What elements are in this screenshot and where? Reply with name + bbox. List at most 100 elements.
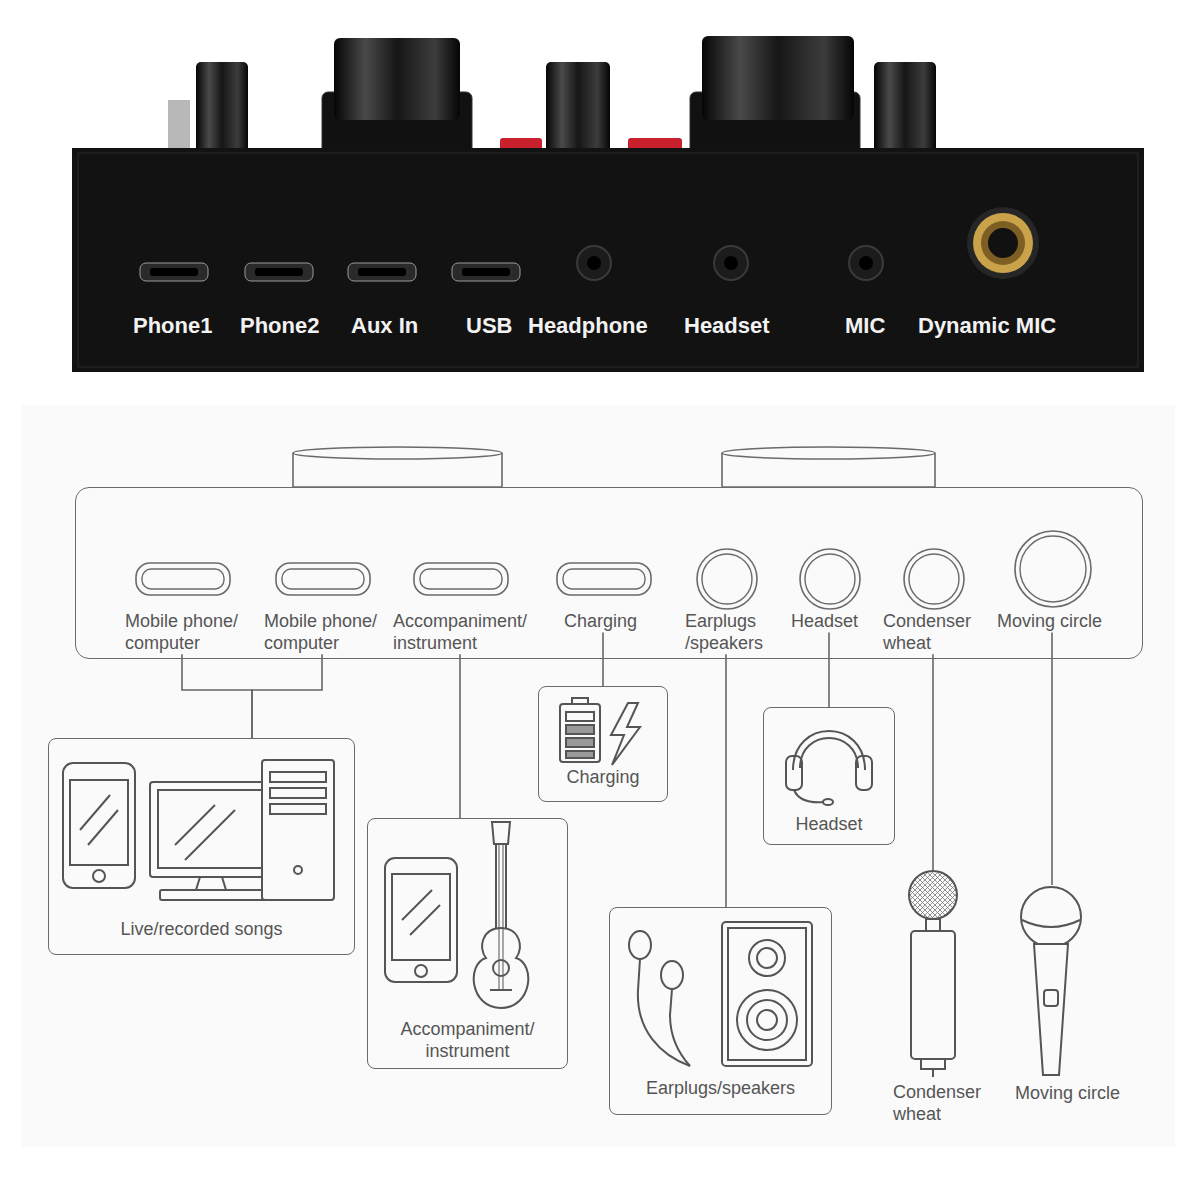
usb-port: Charging: [564, 529, 656, 633]
usb-port: Mobile phone/ computer: [264, 529, 389, 654]
device-face: [72, 148, 1144, 372]
port-outline: [136, 563, 230, 595]
sound-card-photo: [72, 36, 1144, 372]
computer-icon: [185, 810, 235, 860]
micro-usb-port: [140, 263, 208, 281]
guitar-icon: [490, 989, 512, 991]
computer-icon: [196, 877, 226, 890]
usb-port-shape: [393, 529, 543, 611]
headset-icon: [800, 738, 858, 768]
device-outline: Mobile phone/ computerMobile phone/ comp…: [75, 487, 1143, 659]
audio-jack: [714, 246, 748, 280]
audio-jack: [859, 256, 873, 270]
device-box: Headset: [763, 707, 895, 845]
speaker-icon: [638, 959, 690, 1066]
headset-icon: [786, 756, 802, 790]
dynamic-mic-jack: [967, 207, 1039, 279]
speaker-icon: [737, 990, 797, 1050]
port-outline: [1015, 531, 1091, 607]
speaker-icon: [629, 922, 812, 1066]
port-outline: [904, 549, 964, 609]
port-label: Mobile phone/ computer: [125, 611, 250, 654]
jack-port: Moving circle: [997, 529, 1121, 633]
micro-usb-port: [140, 263, 520, 281]
battery-icon: [560, 704, 600, 762]
connector-line: [459, 654, 461, 818]
dynamic-mic-icon: [1022, 920, 1080, 927]
battery-icon: [560, 698, 640, 765]
port-outline: [420, 569, 502, 589]
usb-port-shape: [564, 529, 656, 611]
dynamic-mic-jack: [973, 213, 1033, 273]
computer-icon: [88, 810, 118, 845]
speaker-icon: [749, 940, 785, 976]
speaker-icon: [661, 961, 683, 989]
port-name: Phone1: [133, 313, 212, 339]
device-box: Earplugs/speakers: [609, 907, 832, 1115]
connector-line: [252, 654, 322, 738]
headset-icon: [793, 731, 865, 770]
battery-icon: [566, 725, 594, 734]
port-outline: [563, 569, 645, 589]
computer-icon: [270, 772, 326, 782]
battery-icon: [572, 698, 588, 704]
port-label: Headset: [791, 611, 873, 633]
connector-line: [602, 633, 604, 686]
computer-icon: [160, 890, 272, 900]
condenser-mic-icon: [926, 919, 940, 931]
jack-port-shape: [997, 529, 1121, 611]
device-label: Charging: [545, 767, 661, 789]
knob: [546, 62, 610, 154]
guitar-icon: [402, 890, 432, 920]
port-outline: [1020, 536, 1086, 602]
knob: [334, 38, 460, 120]
condenser-mic-icon: [909, 871, 957, 919]
micro-usb-port: [452, 263, 520, 281]
guitar-icon: [410, 905, 440, 935]
microphone-figure: Moving circle: [1005, 885, 1130, 1110]
computer-icon: [175, 805, 215, 845]
guitar-icon: [415, 965, 427, 977]
port-outline: [909, 554, 959, 604]
micro-usb-port: [150, 268, 198, 276]
speaker-icon: [629, 931, 651, 959]
port-outline: [800, 549, 860, 609]
jack-port: Headset: [791, 529, 873, 633]
knob: [702, 36, 854, 120]
jack-port-shape: [685, 529, 773, 611]
audio-jack: [849, 246, 883, 280]
connector-line: [828, 633, 830, 707]
headset-icon: [856, 756, 872, 790]
computer-icon: [63, 760, 334, 900]
usb-port-shape: [264, 529, 389, 611]
computer-icon: [294, 866, 302, 874]
device-label: Earplugs/speakers: [616, 1078, 825, 1100]
computer-icon: [262, 760, 334, 900]
headset-icon: [786, 731, 872, 805]
port-outline: [282, 569, 364, 589]
knob: [196, 62, 248, 154]
computer-icon: [93, 870, 105, 882]
speaker-icon: [757, 948, 777, 968]
port-name: MIC: [845, 313, 885, 339]
device-face: [78, 153, 1138, 367]
speaker-icon: [728, 928, 806, 1060]
micro-usb-port: [462, 268, 510, 276]
port-label: Moving circle: [997, 611, 1121, 633]
jack-port-shape: [791, 529, 873, 611]
guitar-icon: [474, 928, 529, 1008]
port-outline: [557, 563, 651, 595]
port-name: Headset: [684, 313, 770, 339]
speaker-icon: [757, 1010, 777, 1030]
battery-icon: [611, 703, 640, 765]
device-label: Live/recorded songs: [55, 919, 348, 941]
guitar-icon: [496, 844, 506, 930]
device-label: Condenser wheat: [893, 1082, 993, 1125]
knob: [874, 62, 936, 154]
dynamic-mic-jack: [981, 221, 1025, 265]
guitar-icon: [385, 858, 457, 982]
computer-icon: [150, 782, 272, 877]
